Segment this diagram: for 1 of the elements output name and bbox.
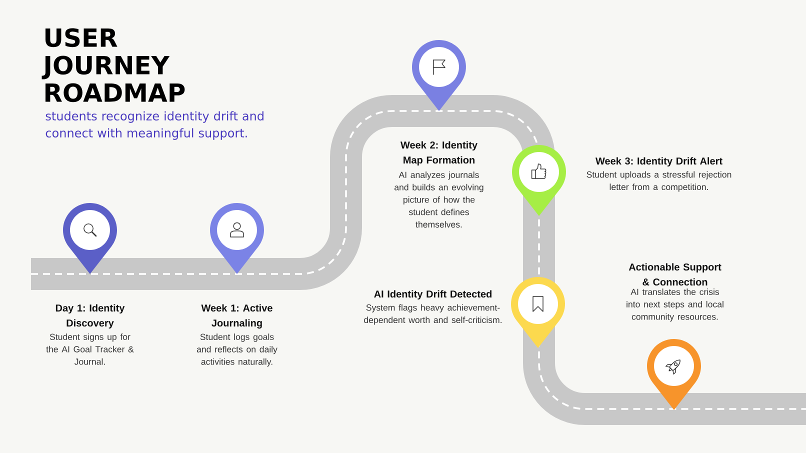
- title: USER JOURNEY ROADMAP: [42, 28, 185, 102]
